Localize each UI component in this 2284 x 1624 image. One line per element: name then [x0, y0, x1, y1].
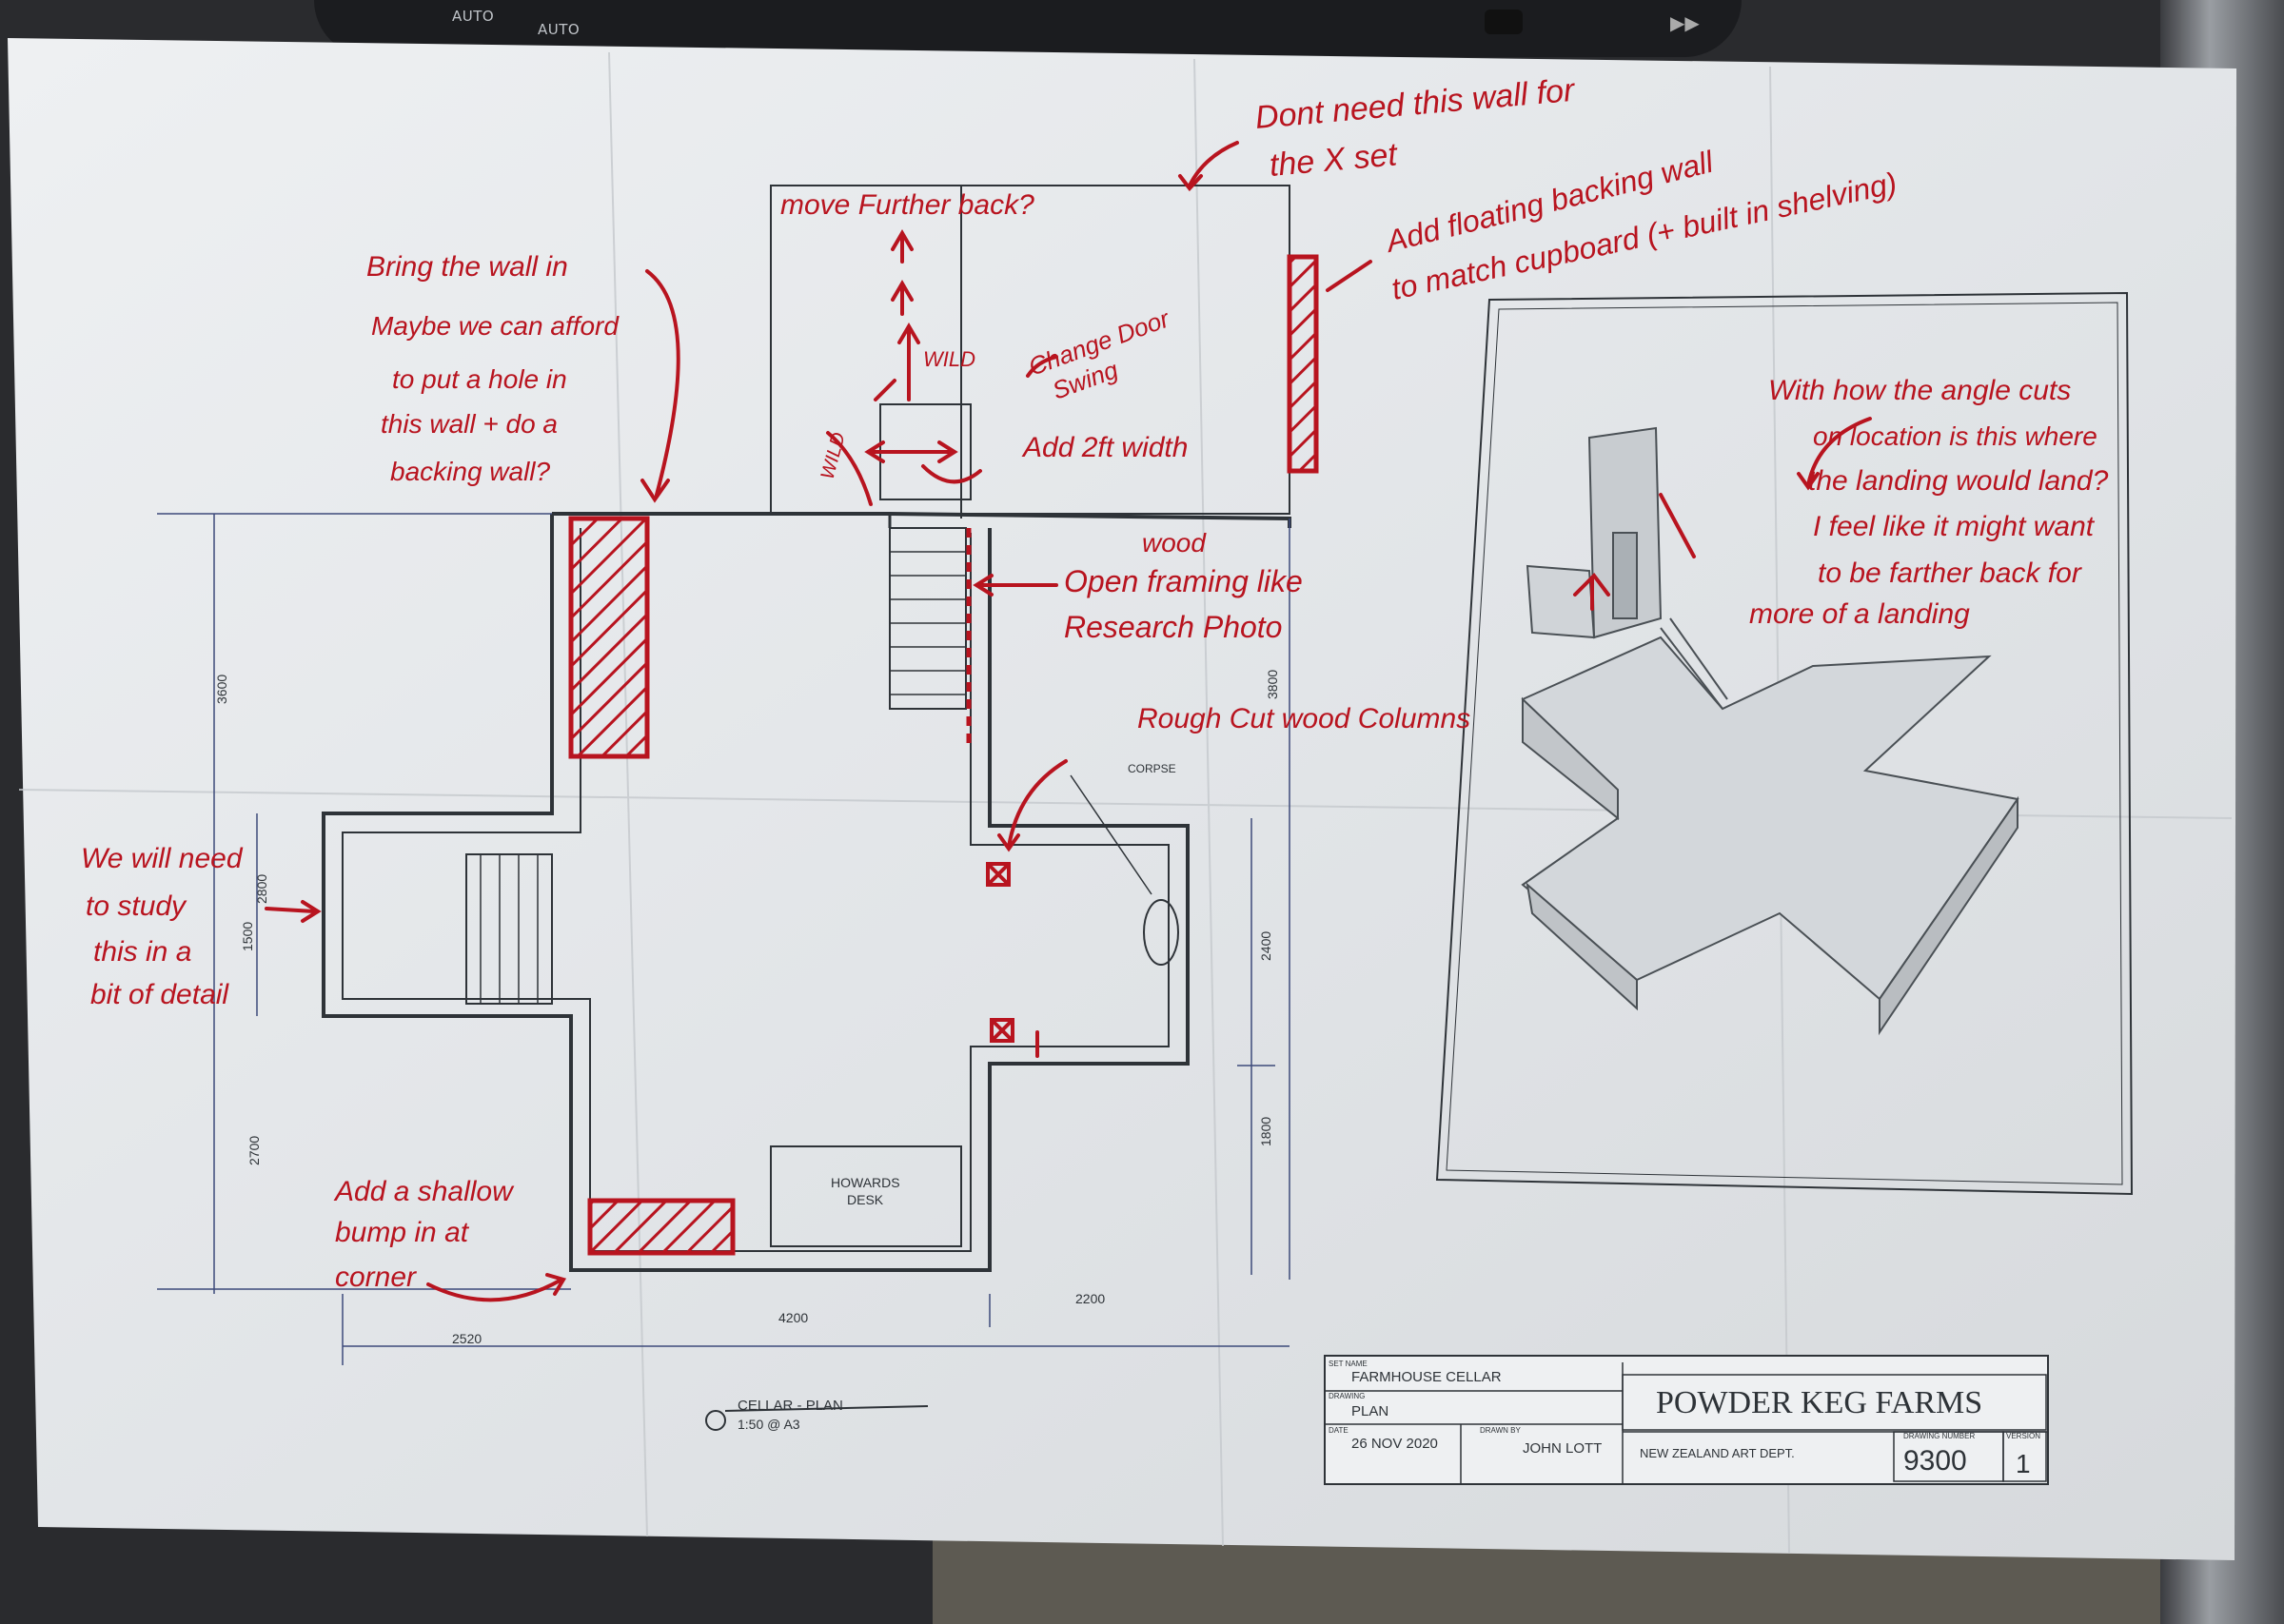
note-wood: wood — [1142, 528, 1207, 558]
note-study-4: bit of detail — [90, 979, 229, 1010]
media-forward-icon: ▶▶ — [1670, 13, 1700, 34]
hatched-wall-left — [568, 516, 650, 759]
dim-right-upper: 3800 — [1265, 670, 1280, 699]
dim-bottom-right: 2200 — [1075, 1291, 1105, 1306]
paper-sheet — [8, 38, 2236, 1560]
note-bring-in-5: backing wall? — [390, 457, 551, 486]
note-shallow-1: Add a shallow — [333, 1176, 515, 1207]
dim-bottom-mid: 4200 — [778, 1310, 808, 1325]
dashboard-button-icon — [1485, 10, 1523, 34]
set-name: FARMHOUSE CELLAR — [1351, 1369, 1502, 1385]
date-caption: DATE — [1329, 1426, 1349, 1435]
note-shallow-3: corner — [335, 1262, 417, 1293]
note-shallow-2: bump in at — [335, 1217, 470, 1248]
note-study-2: to study — [86, 890, 187, 922]
column-marker-2 — [990, 1018, 1014, 1043]
note-open-framing: Open framing like — [1064, 564, 1303, 598]
note-angle-2: on location is this where — [1813, 421, 2097, 451]
note-angle-5: to be farther back for — [1818, 558, 2082, 589]
plan-marker-icon — [705, 1410, 726, 1431]
note-rough-cut: Rough Cut wood Columns — [1137, 703, 1470, 734]
note-angle-1: With how the angle cuts — [1768, 375, 2071, 406]
drawn-by-caption: DRAWN BY — [1480, 1426, 1521, 1435]
version-caption: VERSION — [2006, 1432, 2040, 1440]
desk-label-2: DESK — [847, 1192, 884, 1207]
note-wild-1: WILD — [923, 347, 975, 371]
red-markup: Dont need this wall for the X set move F… — [81, 72, 2109, 1302]
note-bring-in-4: this wall + do a — [381, 409, 558, 439]
drawing-number: 9300 — [1903, 1445, 1967, 1477]
note-bring-in-3: to put a hole in — [392, 364, 567, 394]
plan-labels: CORPSE HOWARDS DESK CELLAR - PLAN 1:50 @… — [705, 762, 1176, 1432]
title-block: SET NAME DRAWING DATE DRAWN BY DRAWING N… — [1324, 1355, 2049, 1485]
arrow-bring-wall-icon — [645, 269, 680, 497]
note-study-3: this in a — [93, 936, 191, 968]
dim-left-inner-mid: 2800 — [254, 874, 269, 904]
cellar-plan-label: CELLAR - PLAN — [738, 1398, 843, 1414]
note-research-photo: Research Photo — [1064, 610, 1282, 644]
note-angle-3: the landing would land? — [1808, 465, 2109, 497]
auto-label-right: AUTO — [538, 21, 581, 38]
dimension-text: 3600 1500 2800 2700 3800 2400 1800 2520 … — [214, 670, 1280, 1346]
scale-label: 1:50 @ A3 — [738, 1417, 800, 1432]
arrow-dont-need-icon — [1188, 141, 1239, 187]
company-name: POWDER KEG FARMS — [1656, 1385, 1982, 1420]
note-add-width: Add 2ft width — [1021, 432, 1188, 463]
drawn-by: JOHN LOTT — [1523, 1440, 1602, 1457]
drawing-date: 26 NOV 2020 — [1351, 1436, 1438, 1452]
note-move-back: move Further back? — [780, 189, 1034, 221]
dimension-lines — [157, 513, 1290, 1365]
hatched-bump-in — [587, 1198, 736, 1256]
drawing-caption: DRAWING — [1329, 1392, 1365, 1400]
dim-left-mid: 1500 — [240, 922, 255, 951]
dim-bottom-left: 2520 — [452, 1331, 482, 1346]
note-angle-6: more of a landing — [1749, 598, 1970, 630]
floor-plan — [322, 185, 1291, 1272]
note-angle-4: I feel like it might want — [1813, 511, 2096, 542]
department: NEW ZEALAND ART DEPT. — [1640, 1446, 1795, 1460]
isometric-view — [1435, 291, 2134, 1196]
set-name-caption: SET NAME — [1329, 1360, 1368, 1368]
version-number: 1 — [2016, 1449, 2031, 1478]
drawing-number-caption: DRAWING NUMBER — [1903, 1432, 1975, 1440]
column-marker-1 — [986, 862, 1011, 887]
desk-label-1: HOWARDS — [831, 1175, 900, 1190]
dim-left-top: 3600 — [214, 675, 229, 704]
note-bring-in-2: Maybe we can afford — [371, 311, 620, 341]
auto-label-left: AUTO — [452, 8, 495, 25]
drawing-type: PLAN — [1351, 1403, 1388, 1419]
corpse-label: CORPSE — [1128, 762, 1176, 775]
note-study-1: We will need — [81, 843, 244, 874]
dim-right-bottom: 1800 — [1258, 1117, 1273, 1146]
note-bring-in-1: Bring the wall in — [366, 251, 568, 283]
hatched-wall-floating — [1287, 254, 1319, 474]
dim-right-mid: 2400 — [1258, 931, 1273, 961]
dim-left-bottom: 2700 — [246, 1136, 262, 1165]
